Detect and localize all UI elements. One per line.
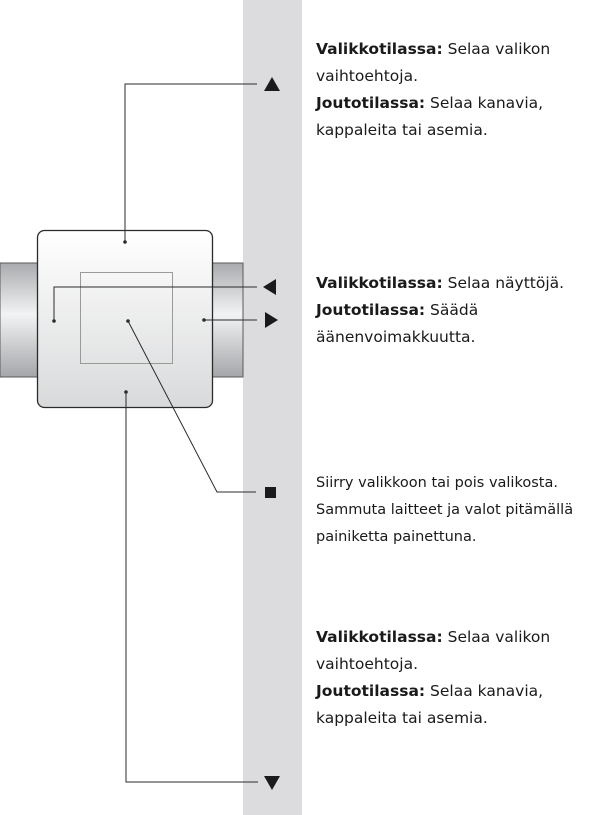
description-text: vaihtoehtoja.	[316, 655, 419, 673]
grey-band	[243, 0, 302, 815]
description-text: Selaa valikon	[442, 40, 551, 58]
description-text: kappaleita tai asemia.	[316, 709, 488, 727]
right-arrow-icon	[265, 312, 278, 328]
anchor-dot-right	[202, 318, 206, 322]
description-text: Säädä	[425, 301, 479, 319]
description-text: Selaa kanavia,	[425, 94, 544, 112]
left-cylinder	[0, 262, 45, 378]
leader-line-down	[125, 392, 258, 783]
description-left-right: Valikkotilassa: Selaa näyttöjä. Joutotil…	[316, 270, 604, 351]
description-text: painiketta painettuna.	[316, 529, 477, 545]
up-arrow-icon	[264, 77, 280, 91]
anchor-dot-left	[52, 319, 56, 323]
leader-line-select	[127, 320, 256, 493]
mode-label-menu: Valikkotilassa:	[316, 274, 443, 292]
description-down: Valikkotilassa: Selaa valikon vaihtoehto…	[316, 624, 604, 732]
center-button[interactable]	[80, 272, 173, 364]
description-text: Selaa valikon	[442, 628, 551, 646]
navigation-key[interactable]	[36, 229, 214, 409]
leader-line-up	[124, 83, 257, 242]
stop-square-icon	[265, 487, 276, 498]
mode-label-idle: Joutotilassa:	[316, 682, 426, 700]
description-text: Sammuta laitteet ja valot pitämällä	[316, 502, 574, 518]
description-text: Selaa näyttöjä.	[442, 274, 565, 292]
anchor-dot-up	[123, 240, 127, 244]
description-text: äänenvoimakkuutta.	[316, 328, 476, 346]
anchor-dot-center	[126, 319, 130, 323]
leader-line-left	[53, 286, 257, 321]
description-select: Siirry valikkoon tai pois valikosta. Sam…	[316, 470, 604, 551]
mode-label-idle: Joutotilassa:	[316, 94, 426, 112]
left-arrow-icon	[263, 279, 276, 295]
description-text: Selaa kanavia,	[425, 682, 544, 700]
description-text: Siirry valikkoon tai pois valikosta.	[316, 475, 558, 491]
description-text: vaihtoehtoja.	[316, 67, 419, 85]
description-text: kappaleita tai asemia.	[316, 121, 488, 139]
mode-label-menu: Valikkotilassa:	[316, 628, 443, 646]
anchor-dot-down	[124, 390, 128, 394]
down-arrow-icon	[264, 776, 280, 790]
mode-label-menu: Valikkotilassa:	[316, 40, 443, 58]
description-up: Valikkotilassa: Selaa valikon vaihtoehto…	[316, 36, 604, 144]
mode-label-idle: Joutotilassa:	[316, 301, 426, 319]
